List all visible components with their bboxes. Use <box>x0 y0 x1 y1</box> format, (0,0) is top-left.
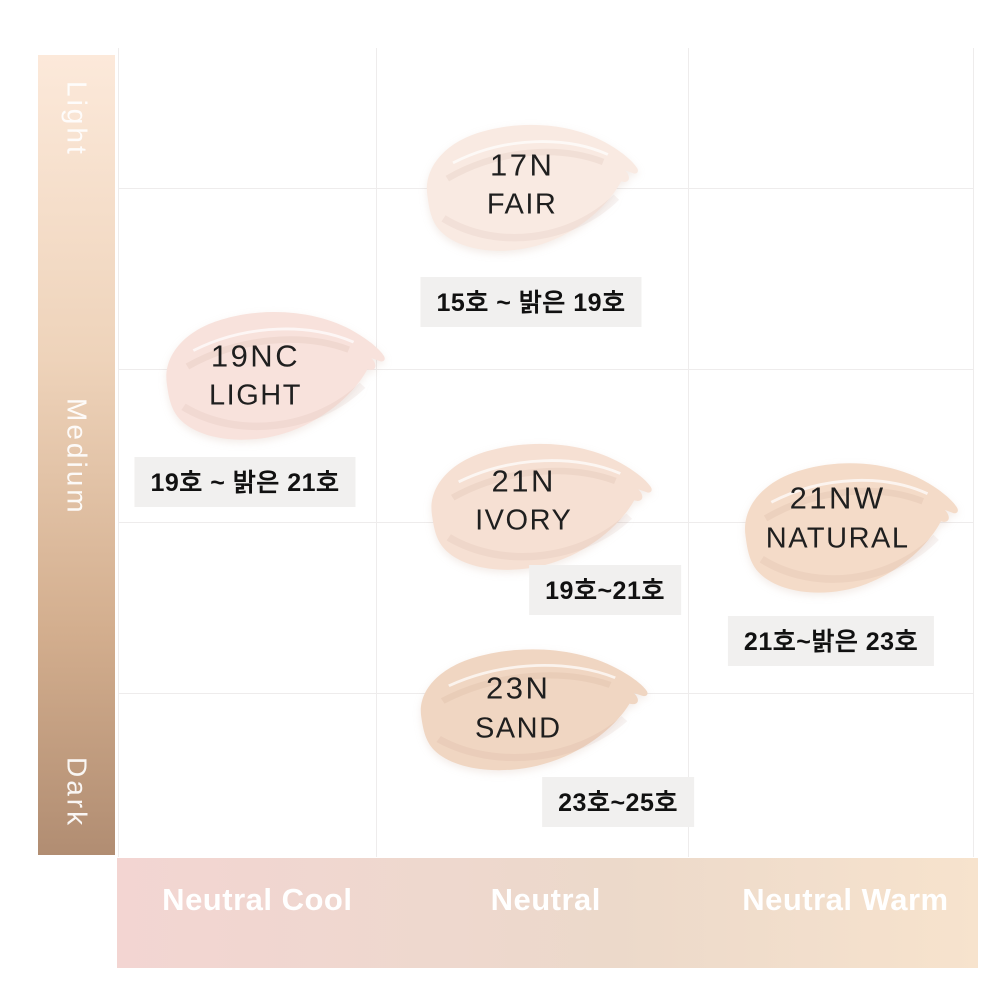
depth-label-light: Light <box>61 81 93 157</box>
grid-line-vertical <box>376 48 377 857</box>
blob-streak <box>448 664 616 687</box>
swatch-23n-sand: 23N SAND <box>408 637 653 779</box>
swatch-17n-fair: 17N FAIR <box>415 112 643 260</box>
blob-streak <box>457 459 621 484</box>
swatch-blob <box>431 443 652 570</box>
shade-name: SAND <box>474 712 562 745</box>
shade-code: 23N <box>486 670 551 706</box>
shade-range-label: 23호~25호 <box>542 777 694 827</box>
shade-name: LIGHT <box>209 379 302 412</box>
shade-range-label: 19호~21호 <box>529 565 681 615</box>
blob-streak <box>763 487 924 522</box>
grid-line-horizontal <box>118 369 973 370</box>
blob-streak <box>440 672 612 704</box>
shade-range-label: 15호 ~ 밝은 19호 <box>420 277 642 327</box>
depth-axis-bar: Light Medium Dark <box>38 55 115 855</box>
depth-label-dark: Dark <box>61 756 93 828</box>
shade-name: IVORY <box>475 504 573 537</box>
swatch-blob <box>426 124 638 251</box>
blob-streak <box>441 194 620 242</box>
blob-streak <box>436 716 628 762</box>
undertone-axis-bar: Neutral Cool Neutral Neutral Warm <box>117 858 978 968</box>
swatch-blob <box>420 649 648 771</box>
shade-range-label: 19호 ~ 밝은 21호 <box>134 457 356 507</box>
blob-streak <box>759 534 939 583</box>
undertone-label-neutral: Neutral <box>490 882 601 917</box>
undertone-label-neutral-warm: Neutral Warm <box>742 882 949 917</box>
blob-streak <box>185 336 350 370</box>
shade-code: 17N <box>489 146 555 182</box>
shade-code: 21N <box>491 462 556 498</box>
blob-streak <box>446 513 633 561</box>
shade-code: 21NW <box>789 480 886 516</box>
swatch-21n-ivory: 21N IVORY <box>419 431 657 579</box>
blob-streak <box>192 327 355 352</box>
swatch-21nw-natural: 21NW NATURAL <box>733 450 963 602</box>
shade-name: NATURAL <box>765 522 910 555</box>
swatch-blob <box>166 312 385 440</box>
blob-streak <box>770 478 929 504</box>
shade-name: FAIR <box>486 188 558 221</box>
blob-streak <box>445 148 605 182</box>
swatch-19nc-light: 19NC LIGHT <box>154 299 390 449</box>
shade-code: 19NC <box>210 337 301 373</box>
shade-range-label: 21호~밝은 23호 <box>727 616 935 666</box>
blob-streak <box>181 382 366 431</box>
grid-line-vertical <box>118 48 119 857</box>
undertone-label-neutral-cool: Neutral Cool <box>162 882 353 917</box>
swatch-blob <box>745 463 958 593</box>
grid-line-vertical <box>688 48 689 857</box>
depth-label-medium: Medium <box>61 398 93 516</box>
blob-streak <box>450 467 617 501</box>
blob-streak <box>452 140 609 165</box>
grid-line-vertical <box>973 48 974 857</box>
